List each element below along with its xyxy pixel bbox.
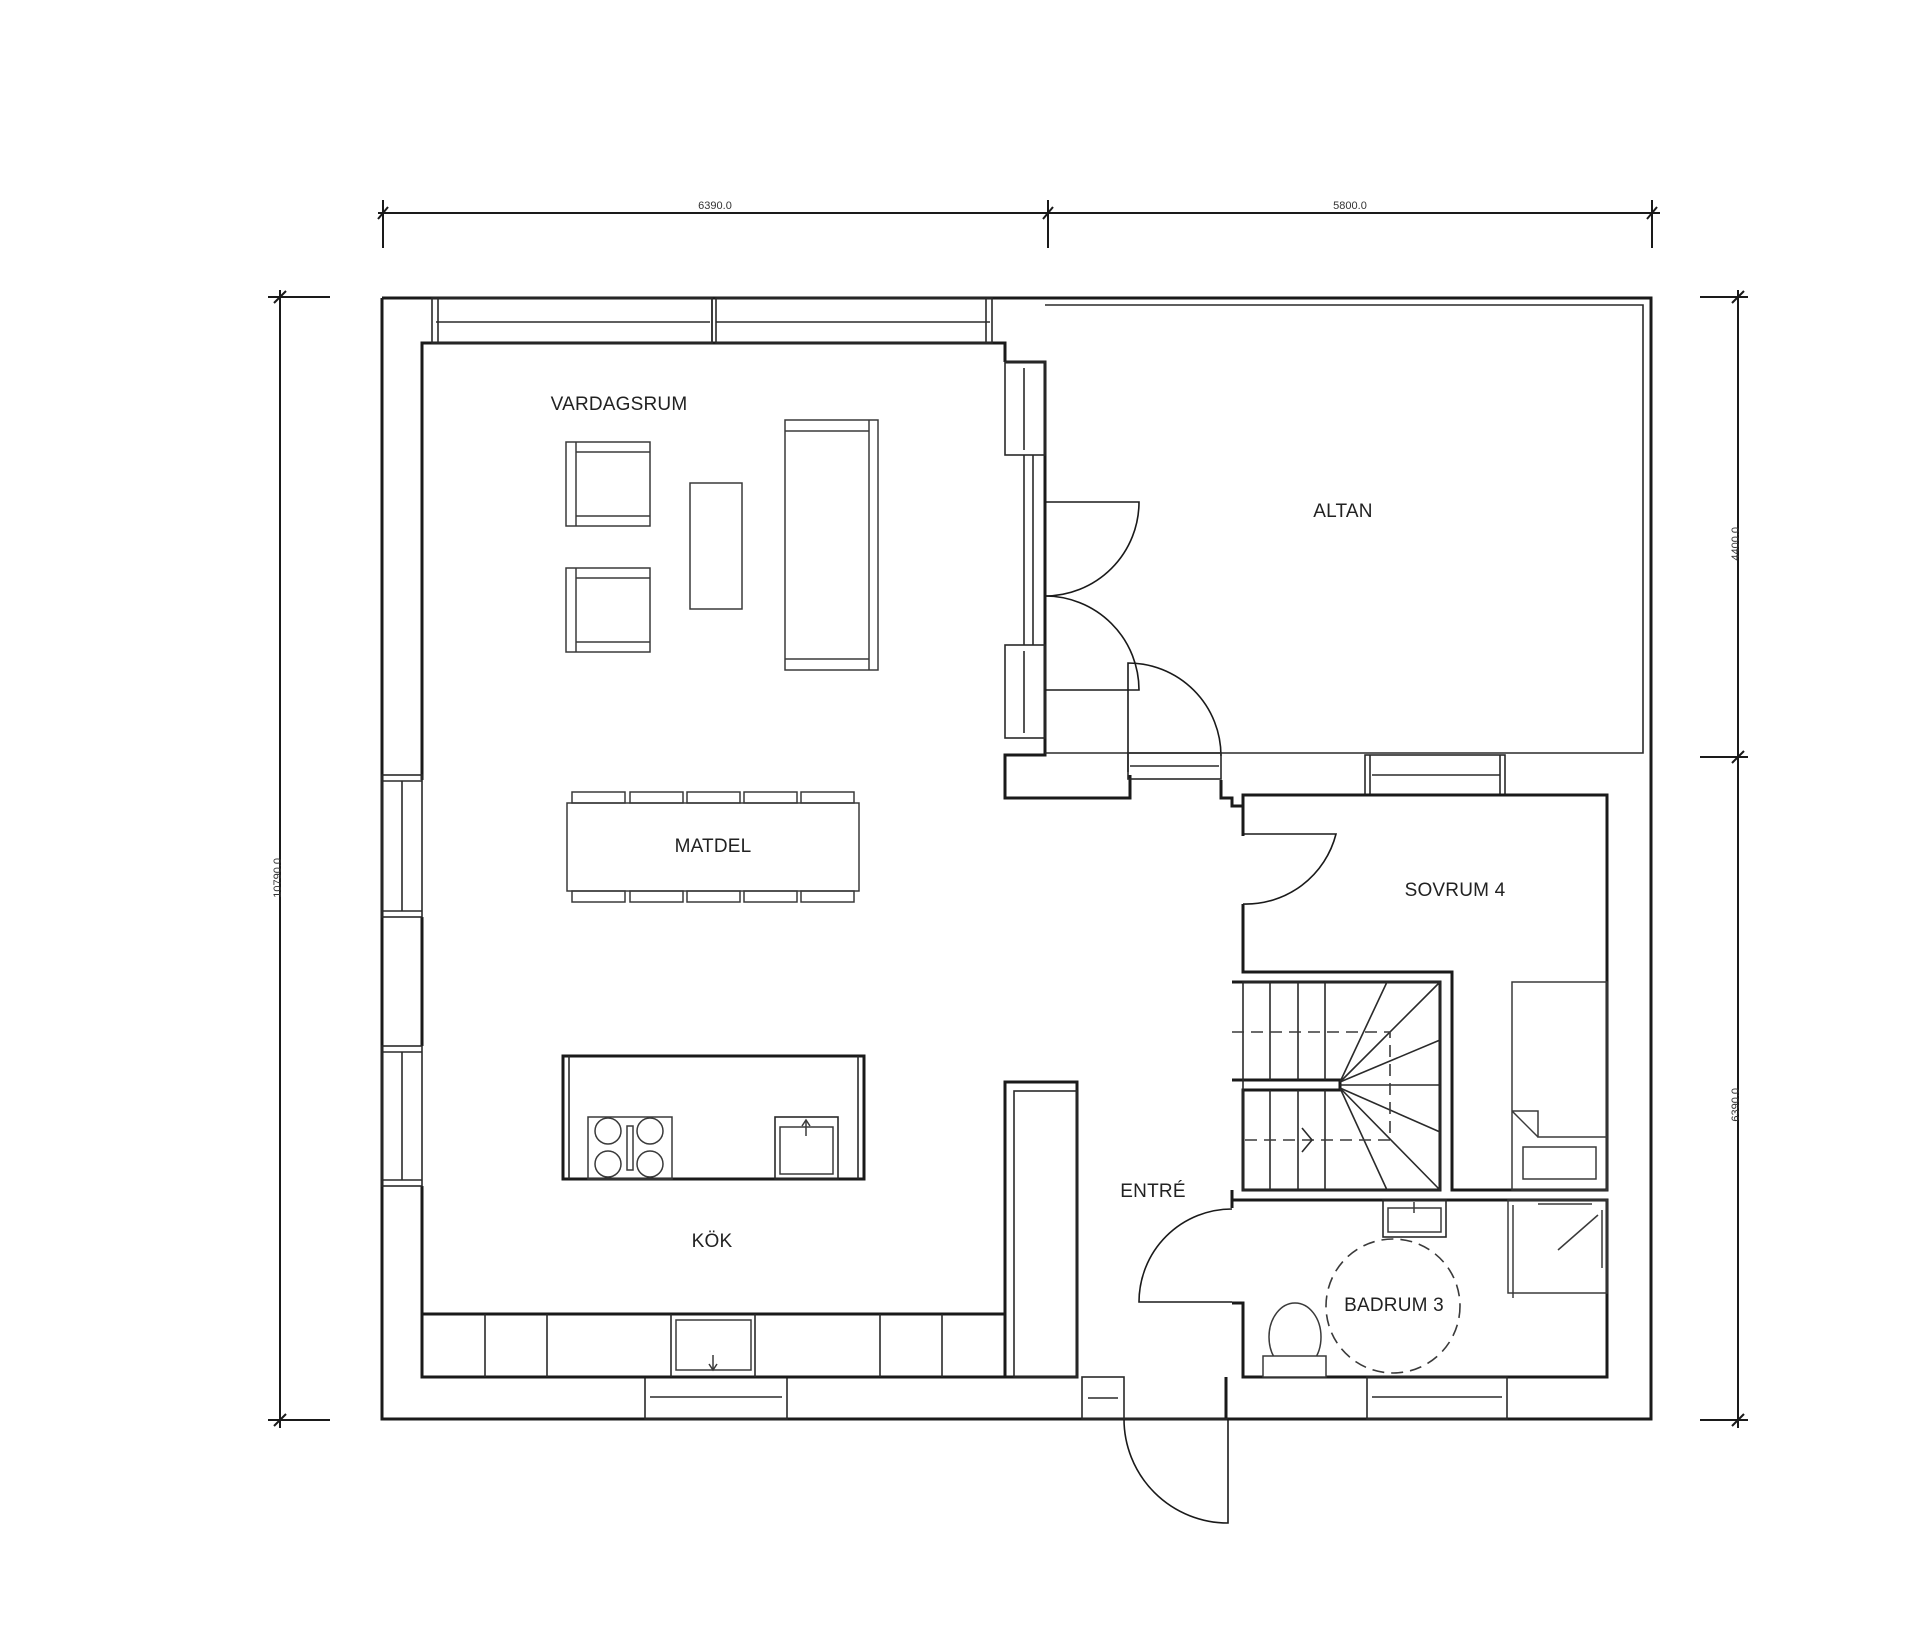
coffee-table [689, 482, 743, 610]
room-label-vardagsrum: VARDAGSRUM [550, 394, 688, 415]
dining-table [566, 791, 860, 903]
bed [1511, 981, 1608, 1191]
room-label-badrum3: BADRUM 3 [1344, 1295, 1444, 1316]
dimension-label-left: 10790.0 [272, 858, 284, 898]
window-to-altan-upper [1004, 361, 1046, 456]
outer-walls [380, 296, 1653, 1421]
bath-sink-icon [1382, 1199, 1447, 1238]
counter-sink-icon [675, 1319, 752, 1372]
dining-chairs-bottom [571, 890, 855, 903]
toilet-icon [1262, 1302, 1327, 1378]
dimension-label-top-right: 5800.0 [1333, 200, 1367, 212]
kitchen-island [561, 1054, 866, 1181]
turning-circle [1325, 1238, 1461, 1374]
dimension-top [377, 200, 1660, 248]
door-altan-entry[interactable] [1127, 662, 1222, 780]
door-entrance[interactable] [1123, 1418, 1229, 1524]
room-label-sovrum4: SOVRUM 4 [1404, 880, 1506, 901]
door-sovrum[interactable] [1242, 833, 1338, 905]
window-sovrum-top [1364, 754, 1506, 796]
window-to-altan-lower [1004, 644, 1046, 739]
armchair-lower [565, 567, 651, 653]
dimension-label-right-lower: 6390.0 [1730, 1088, 1742, 1122]
staircase [1232, 981, 1441, 1191]
dimension-label-right-upper: 4400.0 [1730, 527, 1742, 561]
shower-icon [1507, 1199, 1608, 1298]
room-label-entre: ENTRÉ [1120, 1181, 1186, 1202]
double-door-altan[interactable] [1023, 455, 1140, 691]
window-bath-bottom [1366, 1376, 1508, 1420]
window-left-upper [381, 774, 423, 918]
room-label-kok: KÖK [691, 1231, 733, 1252]
window-left-lower [381, 1045, 423, 1187]
room-label-matdel: MATDEL [674, 836, 752, 857]
dimension-right [1700, 290, 1748, 1428]
hob-icon [587, 1116, 673, 1180]
armchair-upper [565, 441, 651, 527]
kitchen-counter [420, 1312, 1007, 1379]
interior-walls [1003, 780, 1609, 1419]
window-entry-side [1081, 1376, 1125, 1420]
island-sink-icon [774, 1116, 839, 1180]
window-top-left [431, 297, 993, 344]
window-kitchen-bottom [644, 1376, 788, 1420]
door-badrum[interactable] [1138, 1208, 1233, 1303]
stair-arrow-icon [1301, 1127, 1314, 1153]
dimension-label-top-left: 6390.0 [698, 200, 732, 212]
room-label-altan: ALTAN [1313, 501, 1373, 522]
sofa [784, 419, 879, 671]
dimension-left [268, 290, 330, 1428]
dining-chairs-top [571, 791, 855, 804]
